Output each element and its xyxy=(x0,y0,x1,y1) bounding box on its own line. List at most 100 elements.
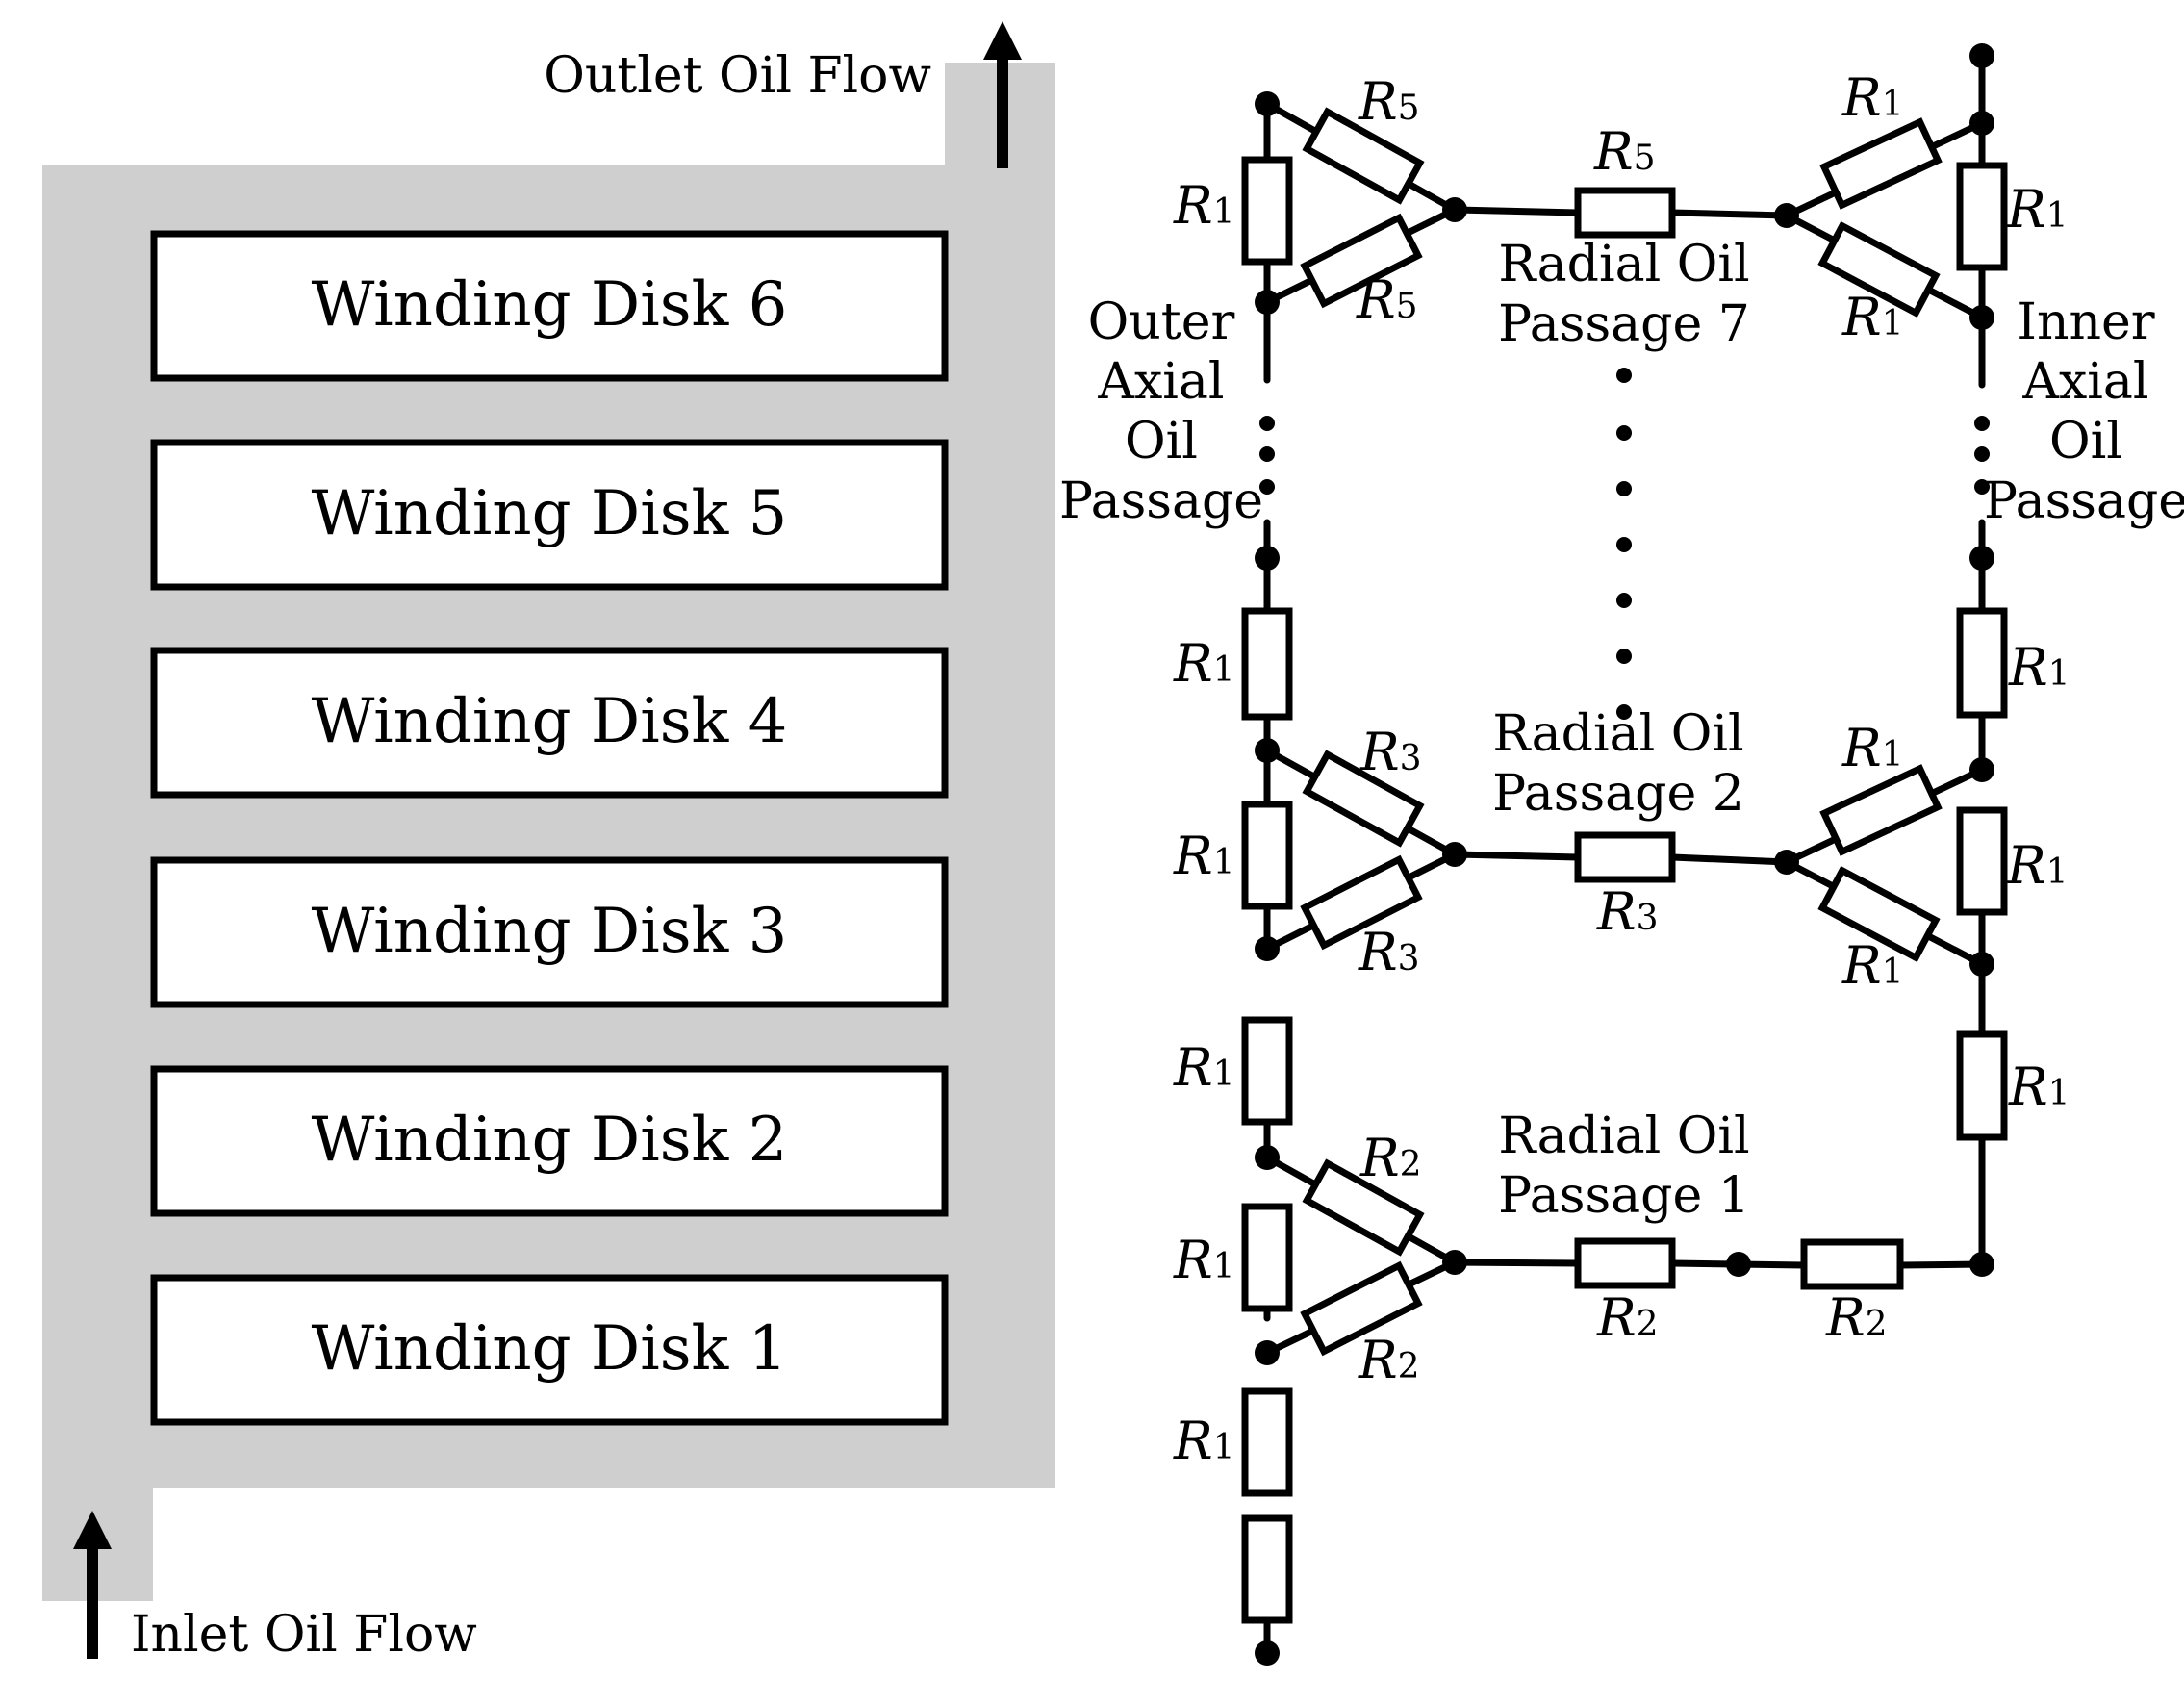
inner-ellipsis xyxy=(1974,416,1990,495)
inner-axial-passage-label: Inner Axial Oil Passage xyxy=(1984,293,2184,530)
label-r2: R2 xyxy=(1825,1287,1888,1348)
node xyxy=(1255,1640,1280,1666)
label-r5: R5 xyxy=(1356,269,1418,330)
winding-disk-3 xyxy=(150,856,949,1008)
svg-text:Radial Oil: Radial Oil xyxy=(1492,705,1743,763)
svg-text:Passage: Passage xyxy=(1984,472,2184,530)
radial-passage-1-label: Radial Oil Passage 1 xyxy=(1498,1107,1750,1225)
radial-passage-2-label: Radial Oil Passage 2 xyxy=(1492,705,1744,823)
node xyxy=(1969,757,1994,782)
node xyxy=(1255,1145,1280,1170)
radial1-wire-right xyxy=(1896,1260,1986,1269)
label-r5: R5 xyxy=(1593,121,1656,182)
label-r3: R3 xyxy=(1359,722,1422,782)
resistor-radial1-r2-b xyxy=(1800,1238,1904,1290)
label-r1: R1 xyxy=(2008,637,2070,698)
node xyxy=(1726,1252,1751,1277)
node xyxy=(1774,203,1799,228)
label-r1: R1 xyxy=(1173,1037,1235,1098)
node xyxy=(1969,43,1994,68)
resistor-inner-r1-c xyxy=(1956,1030,2008,1141)
svg-text:Passage 7: Passage 7 xyxy=(1498,295,1750,353)
winding-disk-5-label: Winding Disk 5 xyxy=(312,478,788,549)
radial2-wire-left xyxy=(1451,851,1582,861)
label-r1: R1 xyxy=(1173,1411,1235,1471)
node xyxy=(1442,842,1467,867)
svg-text:Oil: Oil xyxy=(2049,413,2122,471)
winding-geometry: Winding Disk 6 Winding Disk 5 Winding Di… xyxy=(42,21,1055,1664)
resistor-outer-r1-b xyxy=(1241,801,1293,910)
node xyxy=(1255,91,1280,116)
label-r1: R1 xyxy=(1841,287,1904,347)
resistor-outer-r1-top xyxy=(1241,156,1293,266)
winding-disk-1-label: Winding Disk 1 xyxy=(312,1313,788,1385)
label-r3: R3 xyxy=(1596,881,1659,942)
resistor-outer2-top-r3 xyxy=(1302,750,1425,848)
node xyxy=(1255,1340,1280,1365)
resistor-inner-r1-top xyxy=(1956,162,2008,271)
svg-text:Passage 2: Passage 2 xyxy=(1492,765,1744,823)
svg-text:Passage 1: Passage 1 xyxy=(1498,1167,1750,1225)
outer-ellipsis xyxy=(1259,416,1275,495)
node xyxy=(1969,546,1994,571)
svg-text:Passage: Passage xyxy=(1059,472,1263,530)
label-r3: R3 xyxy=(1358,922,1420,982)
resistor-inner-r1-b xyxy=(1956,806,2008,916)
svg-text:Axial: Axial xyxy=(2021,353,2148,411)
label-r1: R1 xyxy=(1173,175,1235,236)
winding-disk-3-label: Winding Disk 3 xyxy=(312,896,788,967)
svg-text:Oil: Oil xyxy=(1125,413,1198,471)
resistance-network: Outer Axial Oil Passage Inner Axial Oil … xyxy=(1059,43,2184,1666)
svg-text:Inner: Inner xyxy=(2017,293,2154,351)
node xyxy=(1969,952,1994,977)
label-r2: R2 xyxy=(1359,1128,1422,1188)
node xyxy=(1255,546,1280,571)
label-r1: R1 xyxy=(1841,67,1904,128)
resistor-outer-bottom xyxy=(1241,1514,1293,1624)
winding-disk-4 xyxy=(150,647,949,799)
node xyxy=(1969,1252,1994,1277)
radial1-wire-left xyxy=(1451,1259,1582,1267)
label-r1: R1 xyxy=(2008,1056,2070,1117)
label-r1: R1 xyxy=(1173,633,1235,694)
inlet-arrow-icon xyxy=(73,1511,112,1659)
winding-disk-5 xyxy=(150,439,949,591)
resistor-outer-r1-e xyxy=(1241,1387,1293,1497)
resistor-inner7-bot-r1 xyxy=(1817,221,1941,318)
label-r1: R1 xyxy=(1841,935,1904,996)
resistor-outer2-bot-r3 xyxy=(1300,854,1423,951)
label-r1: R1 xyxy=(1173,1230,1235,1290)
resistor-radial7-r5 xyxy=(1574,187,1676,239)
resistor-outer7-bot-r5 xyxy=(1300,213,1423,309)
resistor-outer-r1-c xyxy=(1241,1016,1293,1126)
label-r1: R1 xyxy=(2006,835,2069,896)
resistor-inner2-bot-r1 xyxy=(1817,866,1941,962)
node xyxy=(1969,111,1994,136)
svg-text:Axial: Axial xyxy=(1097,353,1224,411)
svg-text:Radial Oil: Radial Oil xyxy=(1498,1107,1749,1165)
svg-text:Outer: Outer xyxy=(1088,293,1235,351)
radial-ellipsis xyxy=(1616,368,1632,720)
winding-disk-1 xyxy=(150,1274,949,1426)
node xyxy=(1442,197,1467,222)
outlet-oil-flow-label: Outlet Oil Flow xyxy=(544,47,931,105)
winding-disk-2-label: Winding Disk 2 xyxy=(312,1105,788,1176)
radial7-wire-left xyxy=(1451,206,1582,216)
resistor-outer1-bot-r2 xyxy=(1300,1260,1423,1357)
node xyxy=(1774,850,1799,875)
resistor-inner-r1-a xyxy=(1956,607,2008,719)
winding-disk-4-label: Winding Disk 4 xyxy=(312,686,788,757)
resistor-outer1-top-r2 xyxy=(1302,1158,1425,1257)
label-r2: R2 xyxy=(1596,1287,1659,1348)
inlet-oil-flow-label: Inlet Oil Flow xyxy=(131,1606,477,1664)
radial-passage-7-label: Radial Oil Passage 7 xyxy=(1498,236,1750,353)
resistor-radial1-r2-a xyxy=(1574,1237,1676,1289)
resistor-inner2-top-r1 xyxy=(1819,764,1943,856)
outer-axial-passage-label: Outer Axial Oil Passage xyxy=(1059,293,1263,530)
winding-disk-6 xyxy=(150,230,949,382)
svg-text:Radial Oil: Radial Oil xyxy=(1498,236,1749,293)
resistor-outer-r1-d xyxy=(1241,1203,1293,1312)
label-r5: R5 xyxy=(1358,71,1420,132)
winding-disk-6-label: Winding Disk 6 xyxy=(312,269,788,341)
